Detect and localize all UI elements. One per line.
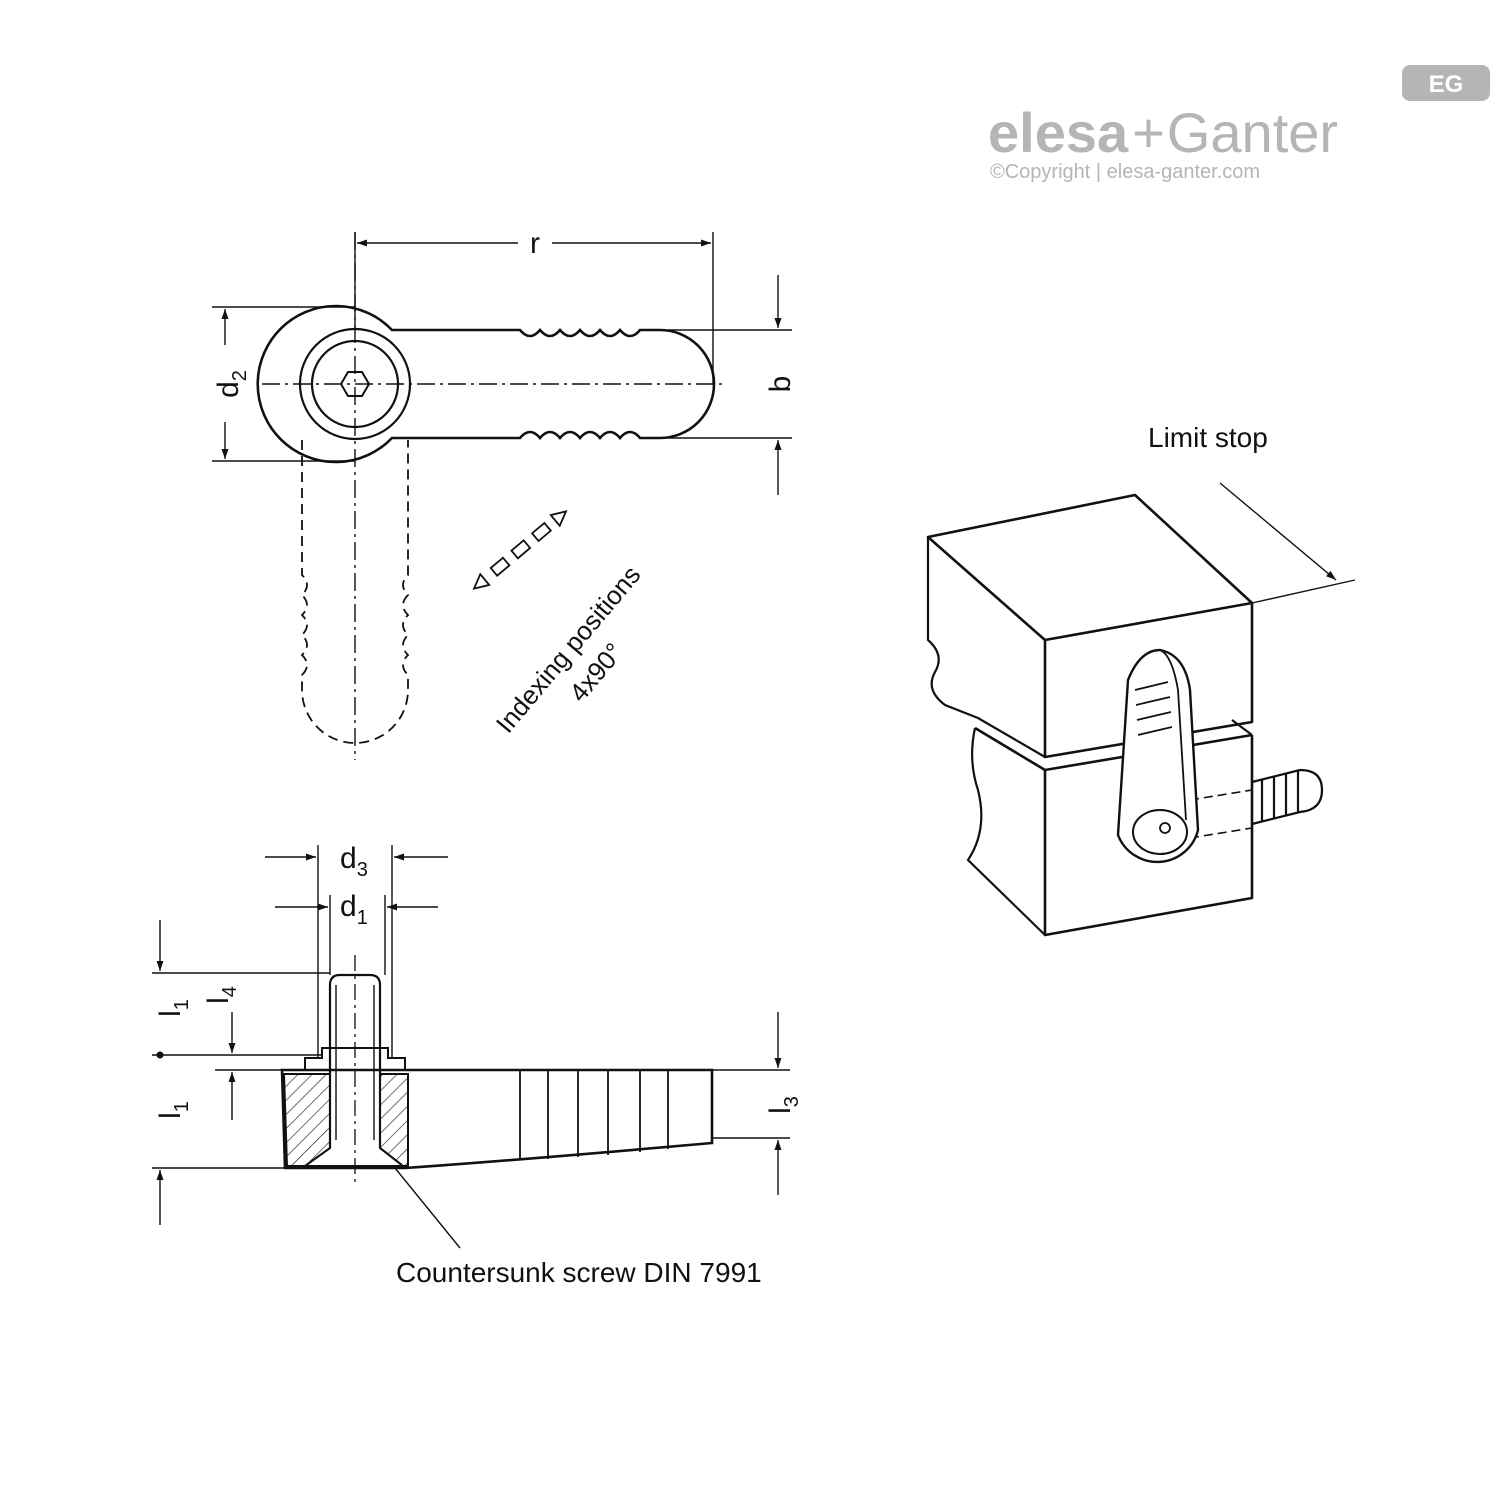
label-d2: d2: [212, 370, 251, 398]
indexing-arrows-icon: [472, 510, 568, 590]
brand-left: elesa: [988, 101, 1129, 164]
limit-stop-leader: [1219, 482, 1337, 581]
eg-badge-icon: EG: [1402, 65, 1490, 101]
label-l4: l4: [202, 986, 241, 1004]
top-view: [212, 232, 792, 760]
side-reference-lines: [152, 972, 790, 1169]
screw-label: Countersunk screw DIN 7991: [396, 1257, 762, 1288]
label-d1: d1: [340, 890, 368, 929]
brand-plus: +: [1132, 101, 1165, 164]
centerlines-top: [262, 232, 722, 760]
iso-lever: [1116, 648, 1200, 864]
top-view-labels: r d2 b Indexing positions 4x90°: [212, 227, 797, 739]
dim-d2: [212, 306, 355, 462]
iso-screw-icon: [1159, 822, 1171, 834]
label-l3: l3: [764, 1096, 803, 1114]
label-d3: d3: [340, 842, 368, 881]
iso-view: [926, 482, 1356, 937]
label-l1-upper: l1: [154, 999, 193, 1017]
brand-name: elesa+Ganter: [988, 101, 1338, 164]
label-b: b: [764, 376, 797, 393]
upper-block: [926, 493, 1254, 642]
screw-thread-lines: [335, 985, 375, 1140]
limit-stop-label: Limit stop: [1148, 422, 1268, 453]
grip-grooves: [519, 1070, 669, 1160]
lever-side-body: [280, 1068, 714, 1170]
badge-text: EG: [1429, 71, 1464, 98]
brand-logo: EG elesa+Ganter ©Copyright | elesa-gante…: [988, 65, 1490, 183]
indexing-text: Indexing positions: [490, 560, 647, 739]
iso-lever-grooves: [1134, 681, 1173, 736]
phantom-lever: [300, 440, 410, 744]
dim-d1: [275, 895, 438, 975]
lever-outline: [256, 304, 716, 464]
lower-block: [974, 726, 1253, 772]
limit-stop-extension: [1251, 579, 1356, 604]
dim-d3: [265, 845, 448, 1058]
dim-r: [354, 232, 714, 384]
side-view-labels: d3 d1 l1 l4 l1 l3 Countersunk screw DIN …: [154, 842, 803, 1288]
brand-right: Ganter: [1167, 101, 1338, 164]
label-r: r: [530, 227, 540, 260]
screw-shank: [328, 973, 382, 1148]
countersink-cone: [301, 1147, 406, 1167]
dim-b: [668, 275, 792, 495]
side-view: [152, 845, 790, 1249]
copyright-text: ©Copyright | elesa-ganter.com: [990, 161, 1260, 183]
hidden-screw: [1189, 789, 1253, 839]
label-l1-lower: l1: [154, 1101, 193, 1119]
screw-leader-line: [394, 1167, 461, 1249]
datum-dot: [156, 1051, 164, 1059]
protruding-screw: [1251, 768, 1324, 826]
